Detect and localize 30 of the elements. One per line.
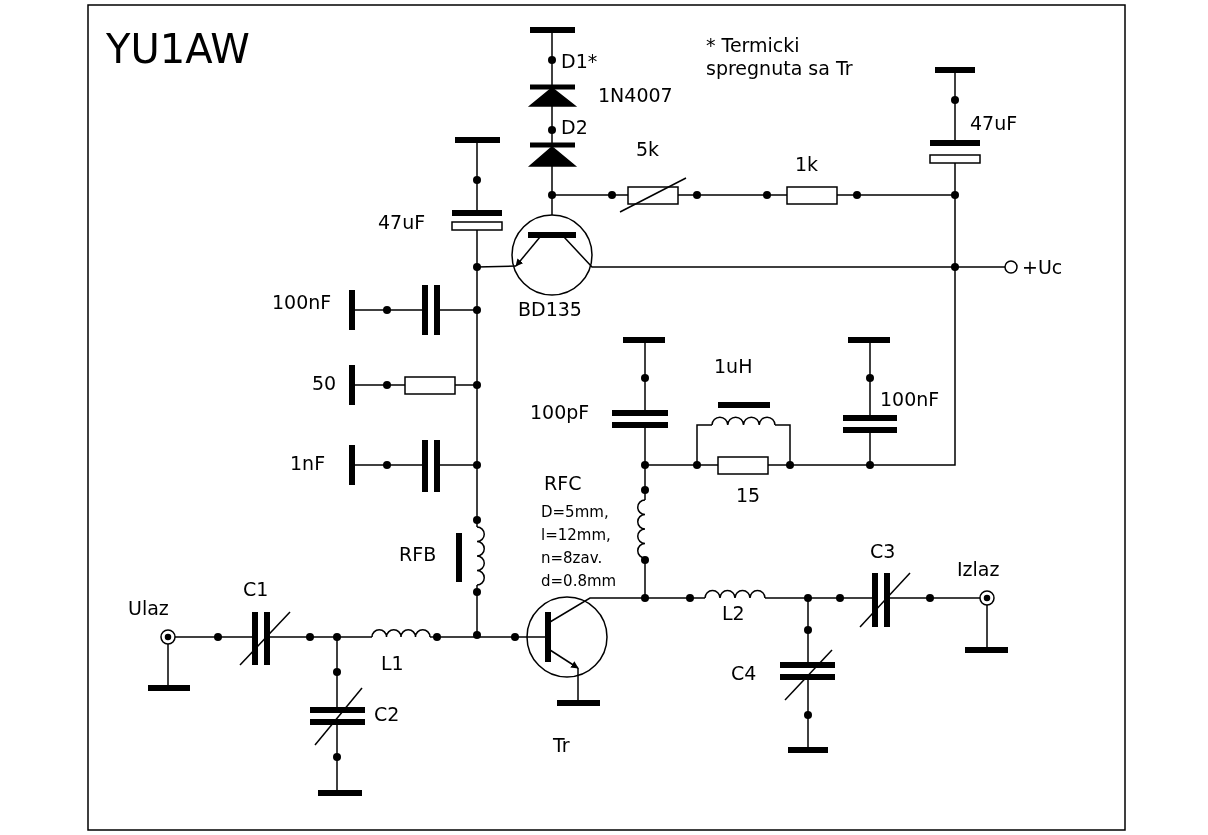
component-label: Tr [553, 734, 570, 757]
coil-spec-text: D=5mm, l=12mm, n=8zav. d=0.8mm [541, 502, 618, 592]
port-label: Ulaz [128, 597, 169, 620]
component-label: RFC [544, 472, 582, 495]
component-value: 47uF [970, 112, 1018, 135]
component-label: L2 [722, 602, 745, 625]
component-value: 1k [795, 153, 819, 176]
part-number: 1N4007 [598, 84, 673, 107]
component-value: 1nF [290, 452, 326, 475]
component-label: C4 [731, 662, 757, 685]
diagram-title: YU1AW [106, 26, 250, 72]
supply-label: +Uc [1022, 256, 1063, 279]
component-value: 100nF [272, 291, 332, 314]
component-value: 5k [636, 138, 660, 161]
component-value: 100pF [530, 401, 590, 424]
component-label: L1 [381, 652, 404, 675]
component-label: C1 [243, 578, 269, 601]
component-label: RFB [399, 543, 437, 566]
component-value: 47uF [378, 211, 426, 234]
component-value: 15 [736, 484, 761, 507]
port-label: Izlaz [957, 558, 1000, 581]
component-label: D1* [561, 50, 598, 73]
component-value: 50 [312, 372, 337, 395]
component-label: C2 [374, 703, 400, 726]
component-value: 1uH [714, 355, 753, 378]
component-label: C3 [870, 540, 896, 563]
component-value: 100nF [880, 388, 940, 411]
part-number: BD135 [518, 298, 582, 321]
note-text: * Termicki spregnuta sa Tr [706, 34, 854, 80]
component-label: D2 [561, 116, 588, 139]
